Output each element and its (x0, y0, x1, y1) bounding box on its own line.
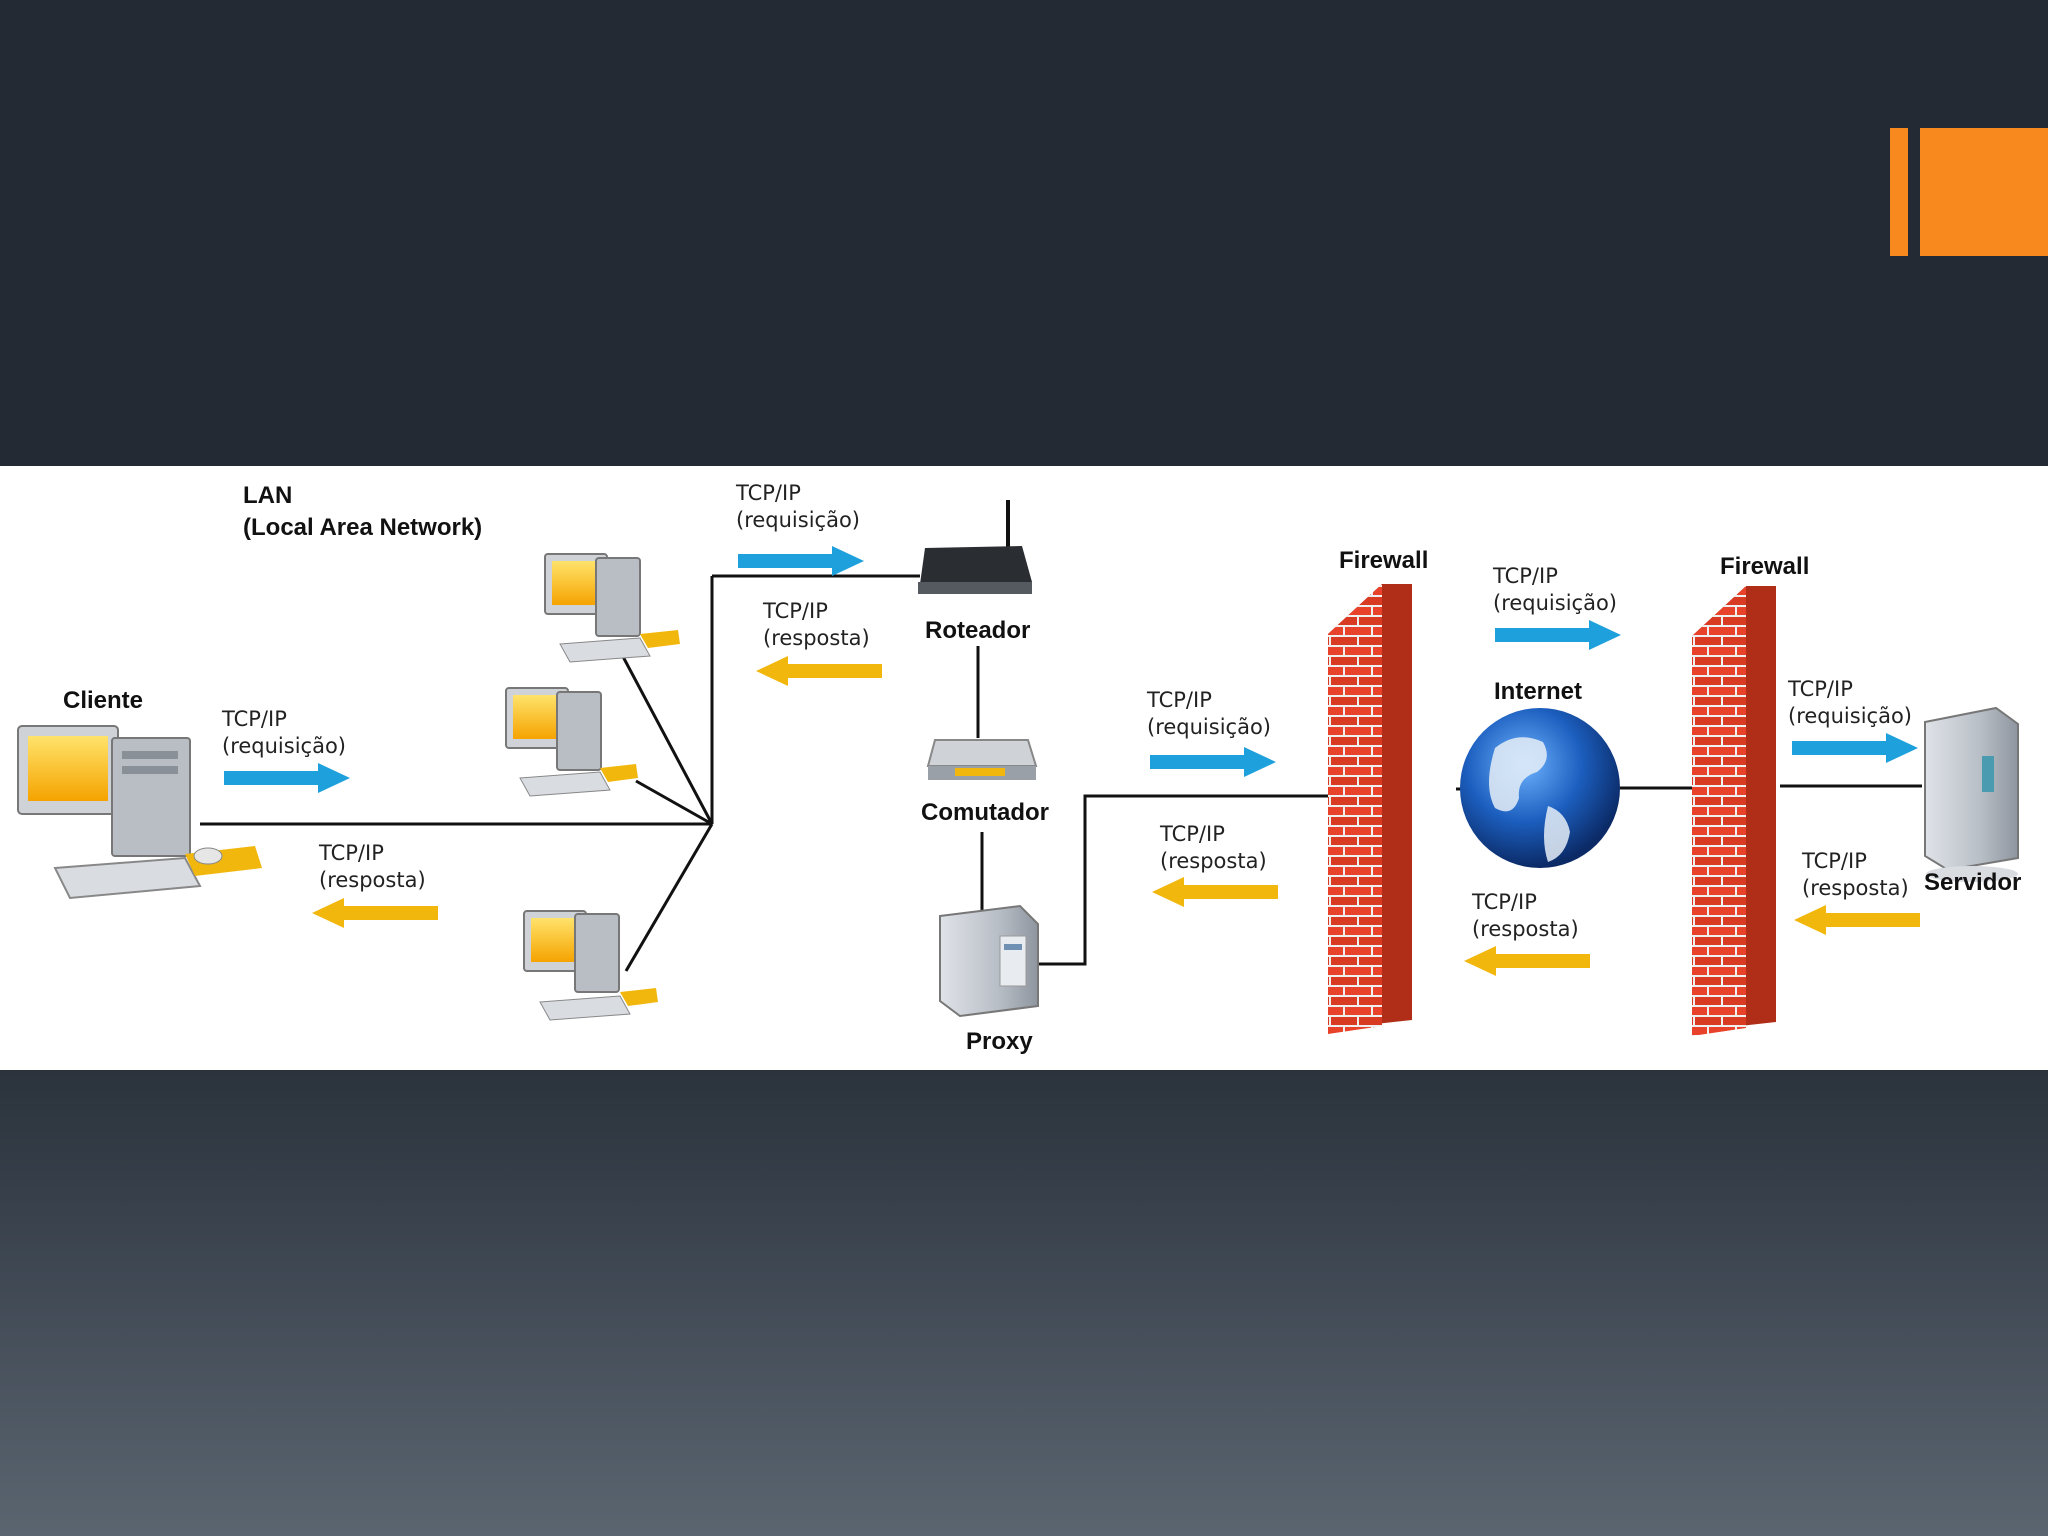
label-cliente: Cliente (63, 687, 143, 714)
label-comutador: Comutador (921, 799, 1049, 826)
response-label: TCP/IP (resposta) (762, 599, 870, 650)
response-arrow (756, 656, 882, 686)
lan-computer-icon (505, 687, 638, 797)
protocol-label: TCP/IP (762, 599, 828, 623)
request-arrow (738, 546, 864, 576)
response-arrow (1464, 946, 1590, 976)
request-label: TCP/IP (requisição) (1492, 564, 1617, 615)
label-proxy: Proxy (966, 1028, 1033, 1055)
response-label: TCP/IP (resposta) (1801, 849, 1909, 900)
protocol-label: TCP/IP (1471, 890, 1537, 914)
protocol-label: TCP/IP (1787, 677, 1853, 701)
request-arrow (1495, 620, 1621, 650)
request-label-text: (requisição) (222, 734, 346, 758)
protocol-label: TCP/IP (1801, 849, 1867, 873)
response-label: TCP/IP (resposta) (1471, 890, 1579, 941)
response-arrow (1152, 877, 1278, 907)
request-arrows (224, 546, 1918, 793)
response-label: TCP/IP (resposta) (318, 841, 426, 892)
accent-bar-thin (1890, 128, 1908, 256)
protocol-label: TCP/IP (1159, 822, 1225, 846)
protocol-label: TCP/IP (1146, 688, 1212, 712)
request-label: TCP/IP (requisição) (1146, 688, 1271, 739)
request-arrow (1792, 733, 1918, 763)
response-arrow (312, 898, 438, 928)
protocol-label: TCP/IP (221, 707, 287, 731)
response-label-text: (resposta) (1160, 849, 1267, 873)
label-roteador: Roteador (925, 617, 1030, 644)
network-diagram: LAN (Local Area Network) Cliente Roteado… (0, 466, 2048, 1070)
response-label-text: (resposta) (319, 868, 426, 892)
lan-computer-icon (523, 910, 658, 1021)
label-firewall-left: Firewall (1339, 547, 1428, 574)
client-computer-icon (17, 725, 262, 900)
request-label-text: (requisição) (1147, 715, 1271, 739)
router-icon (918, 500, 1032, 594)
switch-icon (926, 739, 1038, 780)
response-label-text: (resposta) (763, 626, 870, 650)
brick-firewall-icon (1328, 584, 1412, 1034)
protocol-label: TCP/IP (318, 841, 384, 865)
connection-lines (200, 574, 1922, 972)
tower-server-icon (1924, 706, 2019, 882)
accent-bar-block (1920, 128, 2048, 256)
label-servidor: Servidor (1924, 869, 2021, 896)
globe-icon (1460, 708, 1620, 868)
lan-computer-icon (544, 553, 680, 663)
request-label-text: (requisição) (1493, 591, 1617, 615)
request-label-text: (requisição) (736, 508, 860, 532)
request-label: TCP/IP (requisição) (735, 481, 860, 532)
label-internet: Internet (1494, 678, 1582, 705)
request-label: TCP/IP (requisição) (1787, 677, 1912, 728)
protocol-label: TCP/IP (735, 481, 801, 505)
protocol-label: TCP/IP (1492, 564, 1558, 588)
response-arrows (312, 656, 1920, 976)
brick-firewall-icon (1692, 586, 1776, 1036)
lan-title: LAN (243, 482, 292, 509)
request-arrow (224, 763, 350, 793)
proxy-server-icon (939, 904, 1039, 1018)
response-label: TCP/IP (resposta) (1159, 822, 1267, 873)
request-arrow (1150, 747, 1276, 777)
response-label-text: (resposta) (1802, 876, 1909, 900)
response-arrow (1794, 905, 1920, 935)
response-label-text: (resposta) (1472, 917, 1579, 941)
request-label-text: (requisição) (1788, 704, 1912, 728)
label-firewall-right: Firewall (1720, 553, 1809, 580)
lan-subtitle: (Local Area Network) (243, 514, 482, 541)
request-label: TCP/IP (requisição) (221, 707, 346, 758)
